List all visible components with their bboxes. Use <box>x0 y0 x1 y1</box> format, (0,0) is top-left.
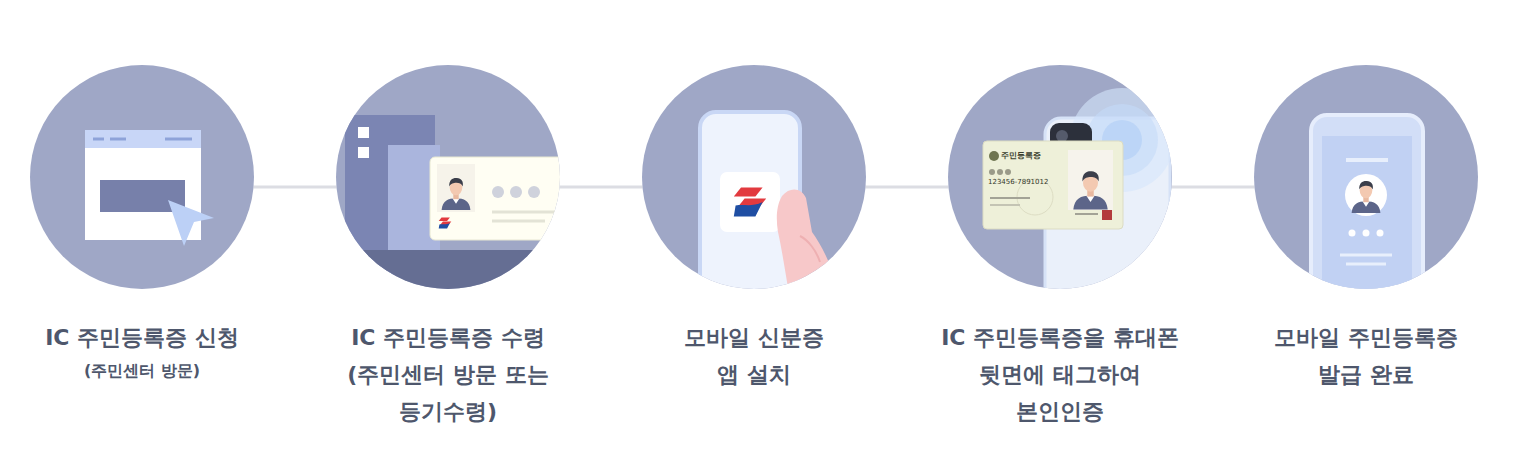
step-note: (주민센터 방문) <box>27 356 257 386</box>
receive-card-illustration <box>336 115 580 310</box>
card-number: 123456-7891012 <box>988 178 1048 186</box>
step-label: 모바일 신분증 앱 설치 <box>674 319 834 393</box>
app-install-illustration <box>700 112 840 312</box>
connector-line <box>254 186 337 189</box>
step-circle <box>1254 65 1478 289</box>
process-step: IC 주민등록증을 휴대폰 뒷면에 태그하여 본인인증 <box>935 65 1185 430</box>
process-step: IC 주민등록증 신청(주민센터 방문) <box>27 65 257 386</box>
process-step: IC 주민등록증 수령 (주민센터 방문 또는 등기수령) <box>328 65 568 430</box>
connector-line <box>1172 186 1255 189</box>
step-circle <box>948 65 1172 289</box>
mobile-id-illustration <box>1311 115 1423 320</box>
connector-line <box>866 186 949 189</box>
card-title: 주민등록증 <box>1001 150 1041 161</box>
connector-line <box>560 186 643 189</box>
browser-illustration <box>85 130 214 246</box>
step-label: IC 주민등록증을 휴대폰 뒷면에 태그하여 본인인증 <box>935 319 1185 430</box>
step-circle <box>336 65 560 289</box>
process-step: 모바일 주민등록증 발급 완료 <box>1254 65 1478 393</box>
step-label: IC 주민등록증 신청 <box>27 319 257 356</box>
nfc-tag-illustration <box>983 88 1174 328</box>
step-circle <box>30 65 254 289</box>
step-circle <box>642 65 866 289</box>
step-label: IC 주민등록증 수령 (주민센터 방문 또는 등기수령) <box>328 319 568 430</box>
step-label: 모바일 주민등록증 발급 완료 <box>1266 319 1466 393</box>
process-step: 모바일 신분증 앱 설치 <box>642 65 866 393</box>
